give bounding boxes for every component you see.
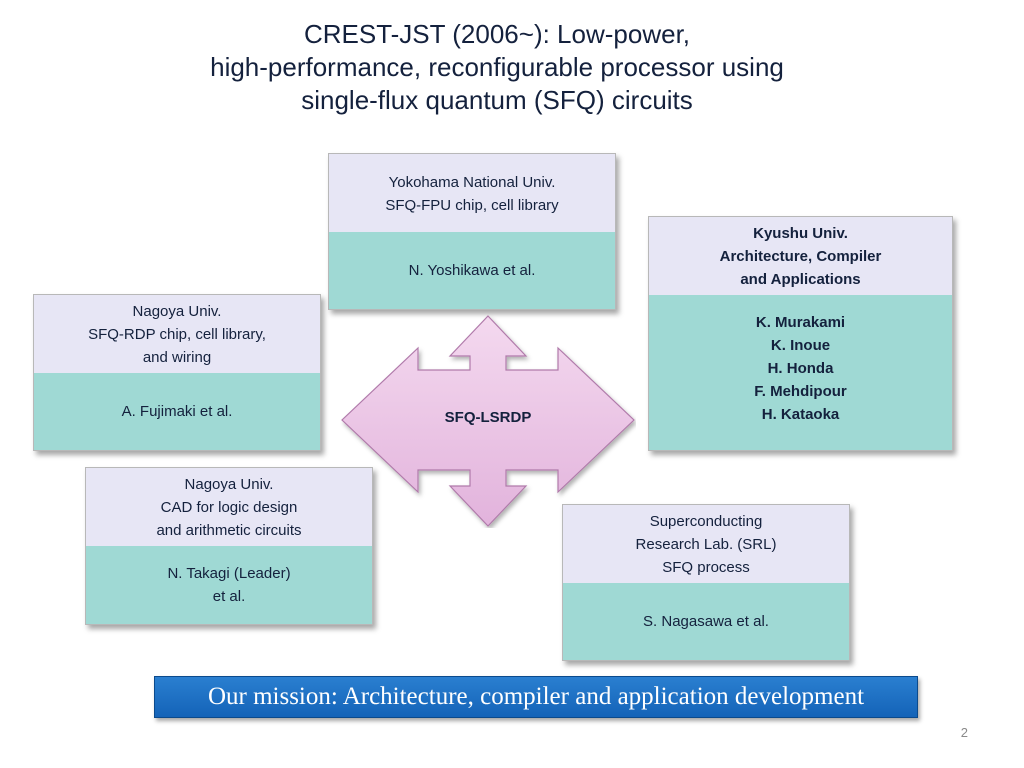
title-line-2: high-performance, reconfigurable process… (210, 52, 784, 82)
nagoya-rdp-header-line: SFQ-RDP chip, cell library, (88, 326, 266, 343)
nagoya-rdp-members: A. Fujimaki et al. (34, 373, 320, 450)
nagoya-cad-header-line: and arithmetic circuits (156, 522, 302, 539)
nagoya-cad-box: Nagoya Univ. CAD for logic design and ar… (85, 467, 373, 625)
kyushu-member: H. Honda (767, 360, 834, 377)
yokohama-header-line: SFQ-FPU chip, cell library (385, 196, 559, 214)
kyushu-member: K. Murakami (755, 314, 846, 331)
nagoya-cad-members: N. Takagi (Leader) et al. (86, 546, 372, 624)
yokohama-member: N. Yoshikawa et al. (408, 262, 536, 279)
four-way-arrow-icon (341, 315, 635, 527)
nagoya-rdp-header-line: Nagoya Univ. (132, 303, 222, 320)
kyushu-member: H. Kataoka (761, 406, 840, 423)
kyushu-header: Kyushu Univ. Architecture, Compiler and … (649, 217, 952, 297)
srl-members: S. Nagasawa et al. (563, 583, 849, 660)
srl-header-line: Research Lab. (SRL) (635, 536, 777, 553)
nagoya-cad-member: N. Takagi (Leader) (167, 565, 291, 582)
nagoya-rdp-header-line: and wiring (142, 349, 212, 366)
srl-member: S. Nagasawa et al. (643, 613, 769, 630)
title-line-1: CREST-JST (2006~): Low-power, (303, 19, 691, 49)
kyushu-header-line: and Applications (740, 271, 861, 288)
slide-title: CREST-JST (2006~): Low-power, high-perfo… (92, 18, 902, 117)
title-line-3: single-flux quantum (SFQ) circuits (301, 85, 693, 115)
center-label: SFQ-LSRDP (444, 409, 532, 426)
srl-header: Superconducting Research Lab. (SRL) SFQ … (563, 505, 849, 585)
nagoya-cad-header-line: CAD for logic design (160, 499, 298, 516)
kyushu-header-line: Kyushu Univ. (753, 225, 848, 242)
nagoya-cad-member: et al. (212, 588, 246, 605)
srl-box: Superconducting Research Lab. (SRL) SFQ … (562, 504, 850, 661)
nagoya-cad-header: Nagoya Univ. CAD for logic design and ar… (86, 468, 372, 548)
srl-header-line: Superconducting (649, 513, 763, 530)
kyushu-members: K. Murakami K. Inoue H. Honda F. Mehdipo… (649, 295, 952, 450)
srl-header-line: SFQ process (662, 559, 750, 576)
nagoya-rdp-member: A. Fujimaki et al. (121, 403, 233, 420)
page-number: 2 (960, 725, 968, 740)
kyushu-box: Kyushu Univ. Architecture, Compiler and … (648, 216, 953, 451)
four-way-arrow-shape (341, 315, 635, 527)
kyushu-header-line: Architecture, Compiler (719, 248, 882, 265)
yokohama-header-line: Yokohama National Univ. (388, 173, 556, 191)
mission-banner: Our mission: Architecture, compiler and … (154, 676, 918, 718)
nagoya-rdp-box: Nagoya Univ. SFQ-RDP chip, cell library,… (33, 294, 321, 451)
kyushu-member: K. Inoue (770, 337, 831, 354)
yokohama-box: Yokohama National Univ. SFQ-FPU chip, ce… (328, 153, 616, 310)
nagoya-cad-header-line: Nagoya Univ. (184, 476, 274, 493)
nagoya-rdp-header: Nagoya Univ. SFQ-RDP chip, cell library,… (34, 295, 320, 375)
yokohama-header: Yokohama National Univ. SFQ-FPU chip, ce… (329, 154, 615, 234)
kyushu-member: F. Mehdipour (754, 383, 847, 400)
yokohama-members: N. Yoshikawa et al. (329, 232, 615, 309)
